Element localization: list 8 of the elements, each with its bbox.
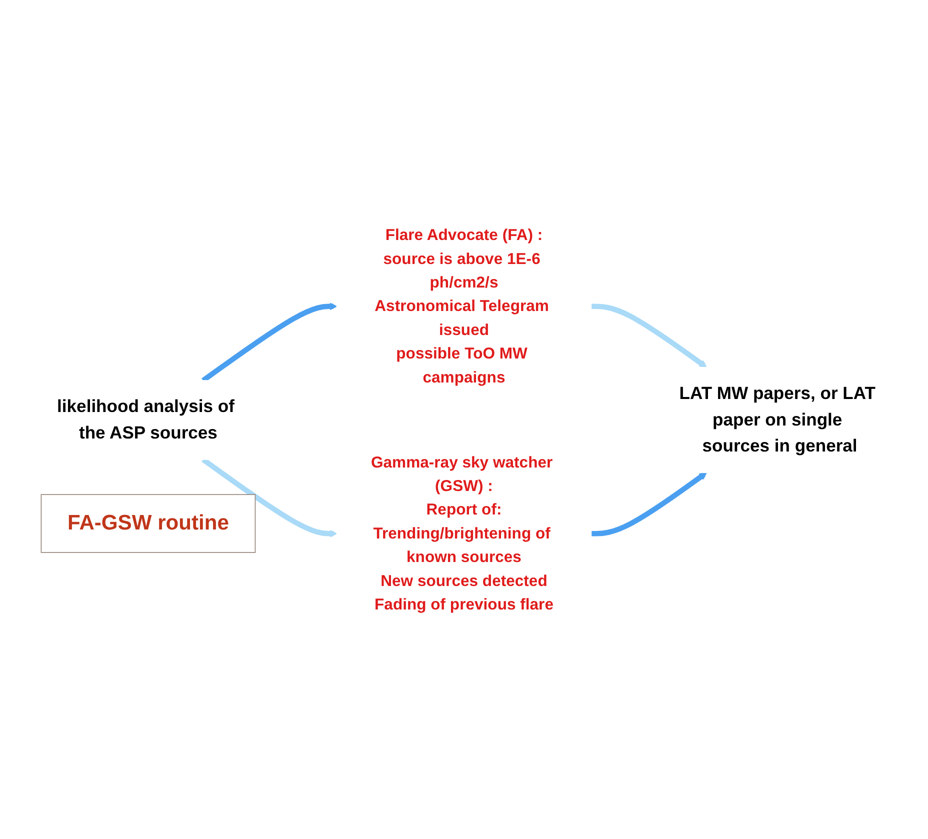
node-text: likelihood analysis of the ASP sources: [57, 396, 234, 442]
arrow: [202, 302, 338, 382]
node-box: FA-GSW routine: [40, 494, 256, 552]
node-text: Flare Advocate (FA) : source is above 1E-6 ph/cm2/s Astronomical Telegram issued possible ToO MW campaigns: [374, 226, 549, 386]
arrow: [591, 472, 707, 536]
node-text: Gamma-ray sky watcher (GSW) : Report of: Trending/brightening of known sources New sources detected Fading of previous flare: [370, 452, 554, 612]
node-text: LAT MW papers, or LAT paper on single sources in general: [679, 384, 876, 456]
arrow: [591, 303, 707, 368]
